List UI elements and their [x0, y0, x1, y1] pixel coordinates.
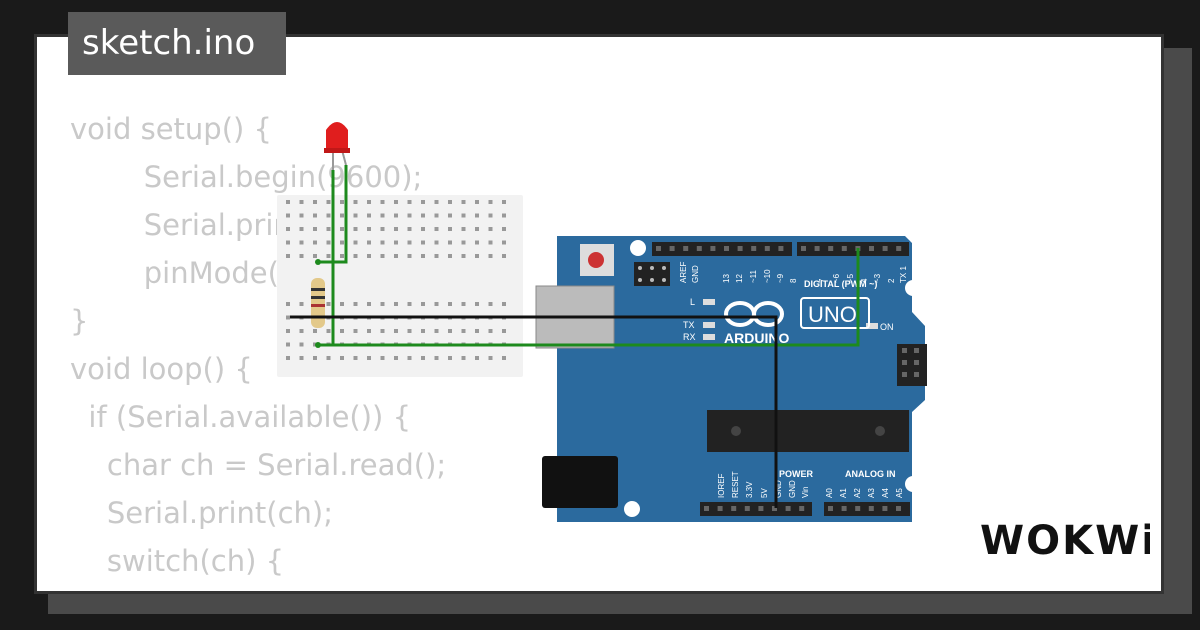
pin-label: RESET — [731, 471, 740, 498]
code-line: void loop() { — [70, 352, 253, 386]
code-editor: void setup() { Serial.begin(9600); Seria… — [70, 105, 447, 591]
wokwi-logo[interactable]: WOKWi — [940, 490, 1150, 580]
power-header-label: POWER — [779, 469, 814, 479]
rx-led-label: RX — [683, 332, 696, 342]
file-name-tab[interactable]: sketch.ino — [68, 12, 286, 75]
pin-label: A4 — [881, 488, 890, 498]
pin-label: 8 — [789, 278, 798, 283]
analog-header-label: ANALOG IN — [845, 469, 896, 479]
digital-header-label: DIGITAL (PWM ~) — [804, 279, 877, 289]
pin-label: 5V — [760, 488, 769, 498]
code-line: if (Serial.available()) { — [70, 400, 412, 434]
svg-text:WOKWi: WOKWi — [980, 518, 1150, 564]
pin-label: ~10 — [763, 269, 772, 283]
resistor — [311, 278, 325, 328]
pin-label: GND — [691, 265, 700, 283]
code-line: Serial.print(ch); — [70, 496, 334, 530]
uno-model-text: UNO — [808, 302, 857, 327]
wire-green-pin3 — [318, 248, 860, 347]
pin-label: ~11 — [749, 269, 758, 283]
arduino-uno-board: ARDUINO UNO DIGITAL (PWM ~) ON L TX RX P… — [535, 236, 927, 522]
pin-label: GND — [788, 480, 797, 498]
pin-label: A2 — [853, 488, 862, 498]
code-line: void setup() { — [70, 112, 272, 146]
code-line: char ch = Serial.read(); — [70, 448, 447, 482]
arduino-brand-text: ARDUINO — [724, 330, 789, 346]
pin-label: ~5 — [846, 273, 855, 283]
pin-label: RX 0 — [911, 265, 920, 283]
pin-label: 2 — [887, 278, 896, 283]
pin-label: 3.3V — [745, 481, 754, 498]
arduino-infinity-logo — [724, 301, 784, 327]
l-led-label: L — [690, 297, 695, 307]
pin-label: IOREF — [717, 473, 726, 498]
code-line: } — [70, 304, 89, 338]
pin-label: A0 — [825, 488, 834, 498]
pin-label: A3 — [867, 488, 876, 498]
pin-label: 12 — [735, 274, 744, 283]
power-jack — [542, 456, 618, 508]
pin-label: ~9 — [776, 273, 785, 283]
code-line: Serial.begin(9600); — [70, 160, 423, 194]
reset-button — [588, 252, 604, 268]
pin-label: Vin — [801, 487, 810, 498]
wire-green-led — [318, 165, 348, 264]
wire-black-gnd — [290, 315, 778, 508]
code-line: Serial.print — [70, 208, 304, 242]
pin-label: AREF — [679, 262, 688, 283]
pin-label: TX 1 — [899, 266, 908, 283]
pin-label: ~6 — [832, 273, 841, 283]
red-led — [324, 122, 350, 170]
pin-label: ~3 — [873, 273, 882, 283]
pin-label: A1 — [839, 488, 848, 498]
code-line: pinMode( — [70, 256, 279, 290]
tx-led-label: TX — [683, 320, 695, 330]
pin-label: A5 — [895, 488, 904, 498]
pin-label: 13 — [722, 274, 731, 283]
pin-label: GND — [774, 480, 783, 498]
code-line: switch(ch) { — [70, 544, 285, 578]
on-led-label: ON — [880, 322, 894, 332]
pin-label: 7 — [818, 278, 827, 283]
pin-label: 4 — [860, 278, 869, 283]
